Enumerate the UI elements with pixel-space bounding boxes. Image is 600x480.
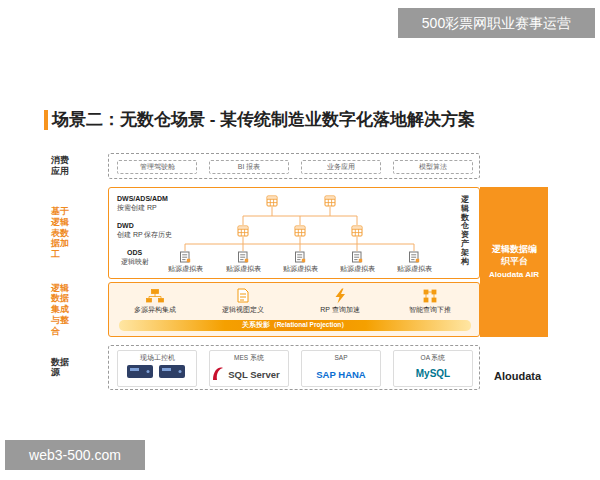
- projection-bar: 关系投影（Relational Projection）: [119, 320, 471, 331]
- integration-icons: [147, 289, 437, 304]
- app-box: BI 报表: [209, 160, 289, 174]
- table-icons: [238, 196, 362, 236]
- node-text: BI 报表: [238, 163, 261, 172]
- node-text: SAP: [334, 354, 347, 362]
- integration-ground: [109, 283, 479, 336]
- icon-caption: 贴源虚拟表: [389, 265, 439, 274]
- icon-caption: 贴源虚拟表: [332, 265, 382, 274]
- app-box: 模型算法: [393, 160, 473, 174]
- node-text: MES 系统: [234, 354, 264, 362]
- industrial-pc-icons: [127, 365, 185, 378]
- node-text: OA 系统: [421, 354, 446, 362]
- diagram-title: 场景二：无数仓场景 - 某传统制造业数字化落地解决方案: [52, 108, 475, 131]
- tree-lines: [185, 207, 414, 251]
- title-bar: [44, 110, 48, 130]
- node-text: SQL Server: [218, 369, 280, 381]
- sql-server-logo: [213, 368, 223, 381]
- virtual-table-icons: [181, 252, 420, 262]
- node-text: Aloudata AIR: [489, 270, 539, 280]
- node-text: 逻辑映射: [121, 258, 149, 267]
- source-box: SAP SAP HANA: [301, 350, 381, 387]
- watermark: 500彩票网职业赛事运营: [398, 8, 595, 38]
- node-text: ODS: [127, 249, 142, 258]
- feature-label: 逻辑视图定义: [208, 305, 278, 315]
- icon-caption: 贴源虚拟表: [218, 265, 268, 274]
- source-box: OA 系统 MySQL: [393, 350, 473, 387]
- node-text: MySQL: [416, 368, 450, 381]
- layer-label: 基于逻辑表数据加工: [51, 206, 69, 260]
- layer-band: 消费应用管理驾驶舱BI 报表业务应用模型算法: [108, 153, 480, 179]
- node-text: 管理驾驶舱: [140, 163, 175, 172]
- layer-band: 数据源现场工控机MES 系统SQL ServerSAPSAP HANAOA 系统…: [108, 345, 480, 390]
- feature-label: 多源异构集成: [120, 305, 190, 315]
- layer-label: 消费应用: [51, 155, 69, 177]
- layer-label: 数据源: [51, 357, 69, 379]
- platform-panel: 逻辑数据编织平台 Aloudata AIR: [480, 187, 548, 337]
- feature-label: 智能查询下推: [395, 305, 465, 315]
- node-text: 关系投影（Relational Projection）: [242, 321, 349, 329]
- vertical-caption: 逻辑数仓资产架构: [461, 196, 469, 266]
- watermark: web3-500.com: [5, 440, 145, 470]
- layer-label: 逻辑数据集成与整合: [51, 283, 69, 337]
- node-text: DWD: [117, 222, 134, 231]
- icon-caption: 贴源虚拟表: [160, 265, 210, 274]
- app-box: 管理驾驶舱: [117, 160, 197, 174]
- node-text: SAP HANA: [316, 369, 365, 381]
- icon-caption: 贴源虚拟表: [275, 265, 325, 274]
- node-text: DWS/ADS/ADM: [117, 195, 168, 204]
- node-text: 创建 RP 保存历史: [117, 231, 173, 240]
- node-text: 逻辑数据编织平台: [488, 244, 540, 267]
- source-box: MES 系统 SQL Server: [209, 350, 289, 387]
- feature-label: RP 查询加速: [305, 305, 375, 315]
- node-text: 按需创建 RP: [117, 204, 157, 213]
- app-box: 业务应用: [301, 160, 381, 174]
- node-text: 现场工控机: [140, 354, 175, 362]
- node-text: 模型算法: [419, 163, 447, 172]
- source-box: 现场工控机: [117, 350, 197, 387]
- brand-logo: Aloudata: [494, 370, 554, 382]
- node-text: 业务应用: [327, 163, 355, 172]
